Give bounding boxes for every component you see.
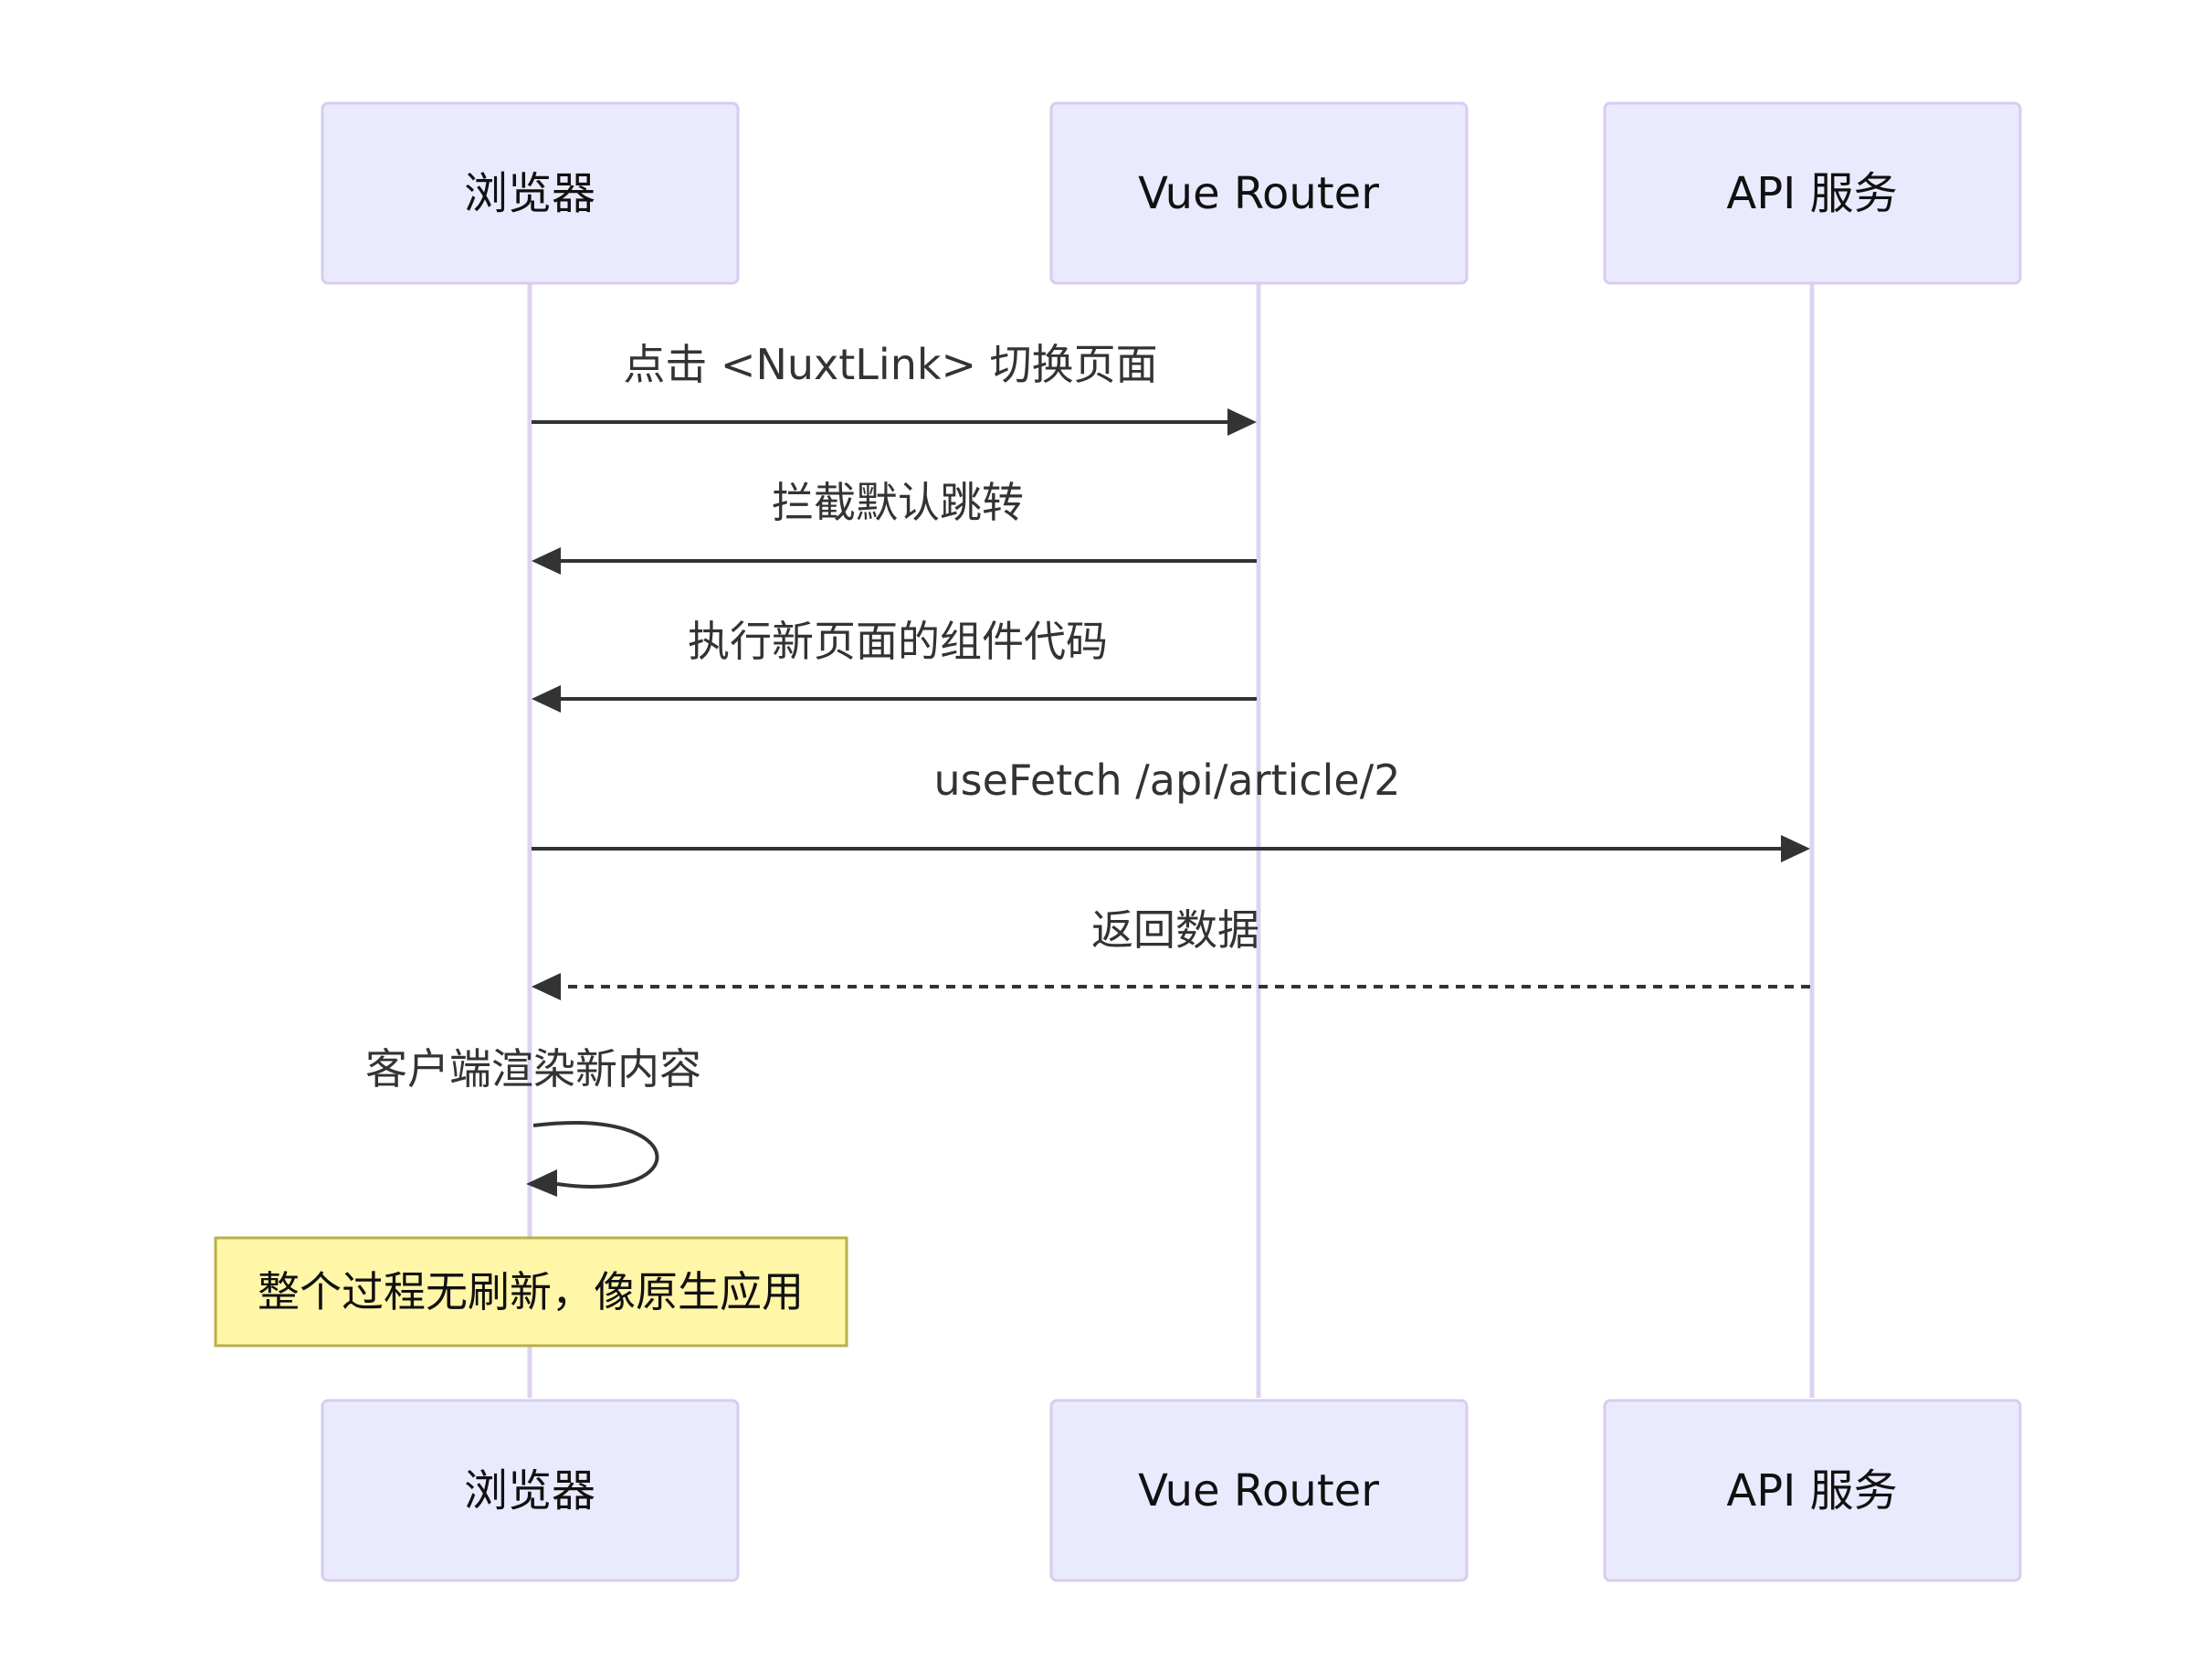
message-run-component-code: 执行新页面的组件代码 <box>532 617 1257 713</box>
note-no-refresh: 整个过程无刷新，像原生应用 <box>214 1236 848 1348</box>
arrow-head-left <box>526 1169 557 1197</box>
actor-bottom-api-label: API 服务 <box>1726 1465 1897 1517</box>
self-loop-line <box>532 1121 659 1189</box>
arrow-head-right <box>1227 408 1257 436</box>
message-label: useFetch /api/article/2 <box>934 756 1401 805</box>
arrow-head-left <box>532 685 561 713</box>
arrow-head-right <box>1781 835 1810 862</box>
message-return-data: 返回数据 <box>532 905 1810 1000</box>
actor-top-browser: 浏览器 <box>321 101 740 285</box>
actor-top-api: API 服务 <box>1603 101 2022 285</box>
message-label: 点击 <NuxtLink> 切换页面 <box>623 340 1157 389</box>
arrow-head-left <box>532 973 561 1000</box>
actor-top-router: Vue Router <box>1049 101 1469 285</box>
actor-top-router-label: Vue Router <box>1138 168 1379 219</box>
actor-bottom-router-label: Vue Router <box>1138 1465 1379 1517</box>
actor-top-api-label: API 服务 <box>1726 168 1897 219</box>
message-label: 执行新页面的组件代码 <box>688 617 1108 666</box>
message-usefetch: useFetch /api/article/2 <box>532 756 1810 862</box>
actor-top-browser-label: 浏览器 <box>464 168 595 219</box>
actor-bottom-router: Vue Router <box>1049 1399 1469 1582</box>
message-intercept-navigation: 拦截默认跳转 <box>532 478 1257 575</box>
arrow-head-left <box>532 547 561 575</box>
message-client-render: 客户端渲染新内容 <box>365 1044 701 1197</box>
message-label: 客户端渲染新内容 <box>365 1044 701 1094</box>
actor-bottom-api: API 服务 <box>1603 1399 2022 1582</box>
message-click-nuxtlink: 点击 <NuxtLink> 切换页面 <box>532 340 1257 436</box>
note-text: 整个过程无刷新，像原生应用 <box>258 1267 804 1316</box>
message-label: 返回数据 <box>1091 905 1259 955</box>
actor-bottom-browser: 浏览器 <box>321 1399 740 1582</box>
actor-bottom-browser-label: 浏览器 <box>464 1465 595 1517</box>
message-label: 拦截默认跳转 <box>772 478 1024 527</box>
